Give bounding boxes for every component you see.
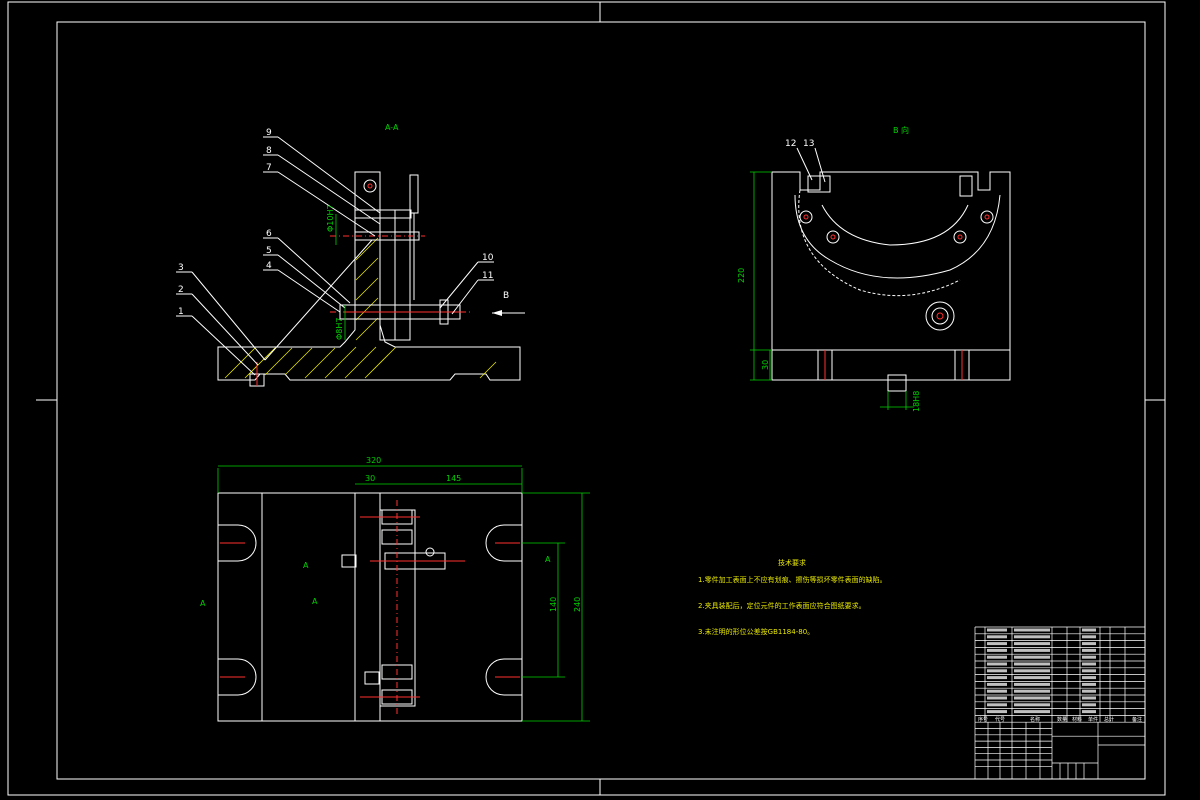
part-number-10: 10 [482,253,494,263]
part-number-9: 9 [266,128,272,138]
title-block-entry [987,682,1007,686]
title-block-entry [1082,635,1096,639]
title-block-header: 数量 [1057,716,1067,723]
title-block-entry [1014,628,1050,632]
title-block-entry [987,655,1007,659]
part-number-1: 1 [178,307,184,317]
tech-req-title: 技术要求 [778,558,806,567]
title-block-entry [1082,642,1096,646]
title-block-entry [1014,648,1050,652]
title-block-entry [987,642,1007,646]
title-block-entry [1082,628,1096,632]
tech-req-line-1: 1.零件加工表面上不应有划痕、擦伤等损坏零件表面的缺陷。 [698,575,887,584]
view-b-label: B 向 [893,125,909,135]
part-number-8: 8 [266,146,272,156]
title-block-header: 单件 [1088,716,1098,723]
title-block-entry [1014,655,1050,659]
part-number-6: 6 [266,229,272,239]
title-block-entry [987,703,1007,707]
part-number-5: 5 [266,246,272,256]
title-block-entry [1014,676,1050,680]
title-block-header: 材料 [1072,716,1082,723]
title-block-entry [1014,689,1050,693]
part-number-12: 12 [785,139,796,149]
view-b: B 向 220 30 18H8 12 13 [737,125,1011,412]
part-number-4: 4 [266,261,272,271]
tech-requirements: 技术要求 1.零件加工表面上不应有划痕、擦伤等损坏零件表面的缺陷。 2.夹具装配… [698,558,887,636]
dim-height-220: 220 [737,268,746,283]
title-block-entry [1082,669,1096,673]
title-block-entry [1014,669,1050,673]
title-block-entry [987,696,1007,700]
title-block-entry [1014,703,1050,707]
title-block-entry [987,628,1007,632]
view-b-arrow-label: B [503,291,509,301]
hatch-lines [224,237,497,379]
part-number-7: 7 [266,163,272,173]
section-mark-a-left: A [200,599,206,608]
tech-req-line-2: 2.夹具装配后，定位元件的工作表面应符合图纸要求。 [698,601,866,610]
title-block-entry [1082,696,1096,700]
title-block-header: 名称 [1030,716,1040,723]
dim-slot-18: 18H8 [912,391,921,412]
tech-req-line-3: 3.未注明的形位公差按GB1184-80。 [698,627,814,636]
dim-dia-8: Φ8H7 [335,318,344,341]
title-block-entry [1014,710,1050,714]
title-block-entry [1082,703,1096,707]
title-block-header: 代号 [995,716,1005,723]
section-mark-a-inner-2: A [312,597,318,606]
title-block-entry [1082,662,1096,666]
part-number-2: 2 [178,285,184,295]
sheet-frame [7,1,1166,796]
dim-span-145: 145 [446,474,461,483]
title-block-entry [987,669,1007,673]
title-block-entry [1014,635,1050,639]
part-number-3: 3 [178,263,184,273]
title-block-entry [987,710,1007,714]
title-block-entry [1082,648,1096,652]
dim-offset-30: 30 [365,474,375,483]
title-block-header: 备注 [1132,716,1142,723]
title-block-entry [987,676,1007,680]
dim-height-140: 140 [549,597,558,612]
section-mark-a-right: A [545,555,551,564]
title-block-entry [1014,682,1050,686]
section-aa-label: A-A [385,123,399,132]
title-block-entry [1082,676,1096,680]
dim-overall-width: 320 [366,456,381,465]
section-mark-a-inner: A [303,561,309,570]
title-block-header: 序号 [978,716,988,723]
title-block-entry [987,648,1007,652]
part-number-11: 11 [482,271,493,281]
title-block: 序号代号 名称 数量材料单件总计 备注 [974,626,1146,779]
leader-lines [176,136,494,376]
title-block-entry [1014,662,1050,666]
dim-height-240: 240 [573,597,582,612]
title-block-entry [1082,689,1096,693]
title-block-entry [1082,710,1096,714]
part-number-13: 13 [803,139,814,149]
title-block-entry [1082,682,1096,686]
dim-base-30: 30 [761,360,770,370]
title-block-entry [987,635,1007,639]
title-block-header: 总计 [1104,716,1114,723]
top-view: 320 30 145 240 140 A A A A [200,456,590,722]
dim-dia-10: Φ10H7 [326,204,335,232]
title-block-entry [1014,642,1050,646]
title-block-entry [987,689,1007,693]
title-block-entry [1014,696,1050,700]
title-block-entry [1082,655,1096,659]
title-block-entry [987,662,1007,666]
section-aa-view: A-A [176,123,525,387]
